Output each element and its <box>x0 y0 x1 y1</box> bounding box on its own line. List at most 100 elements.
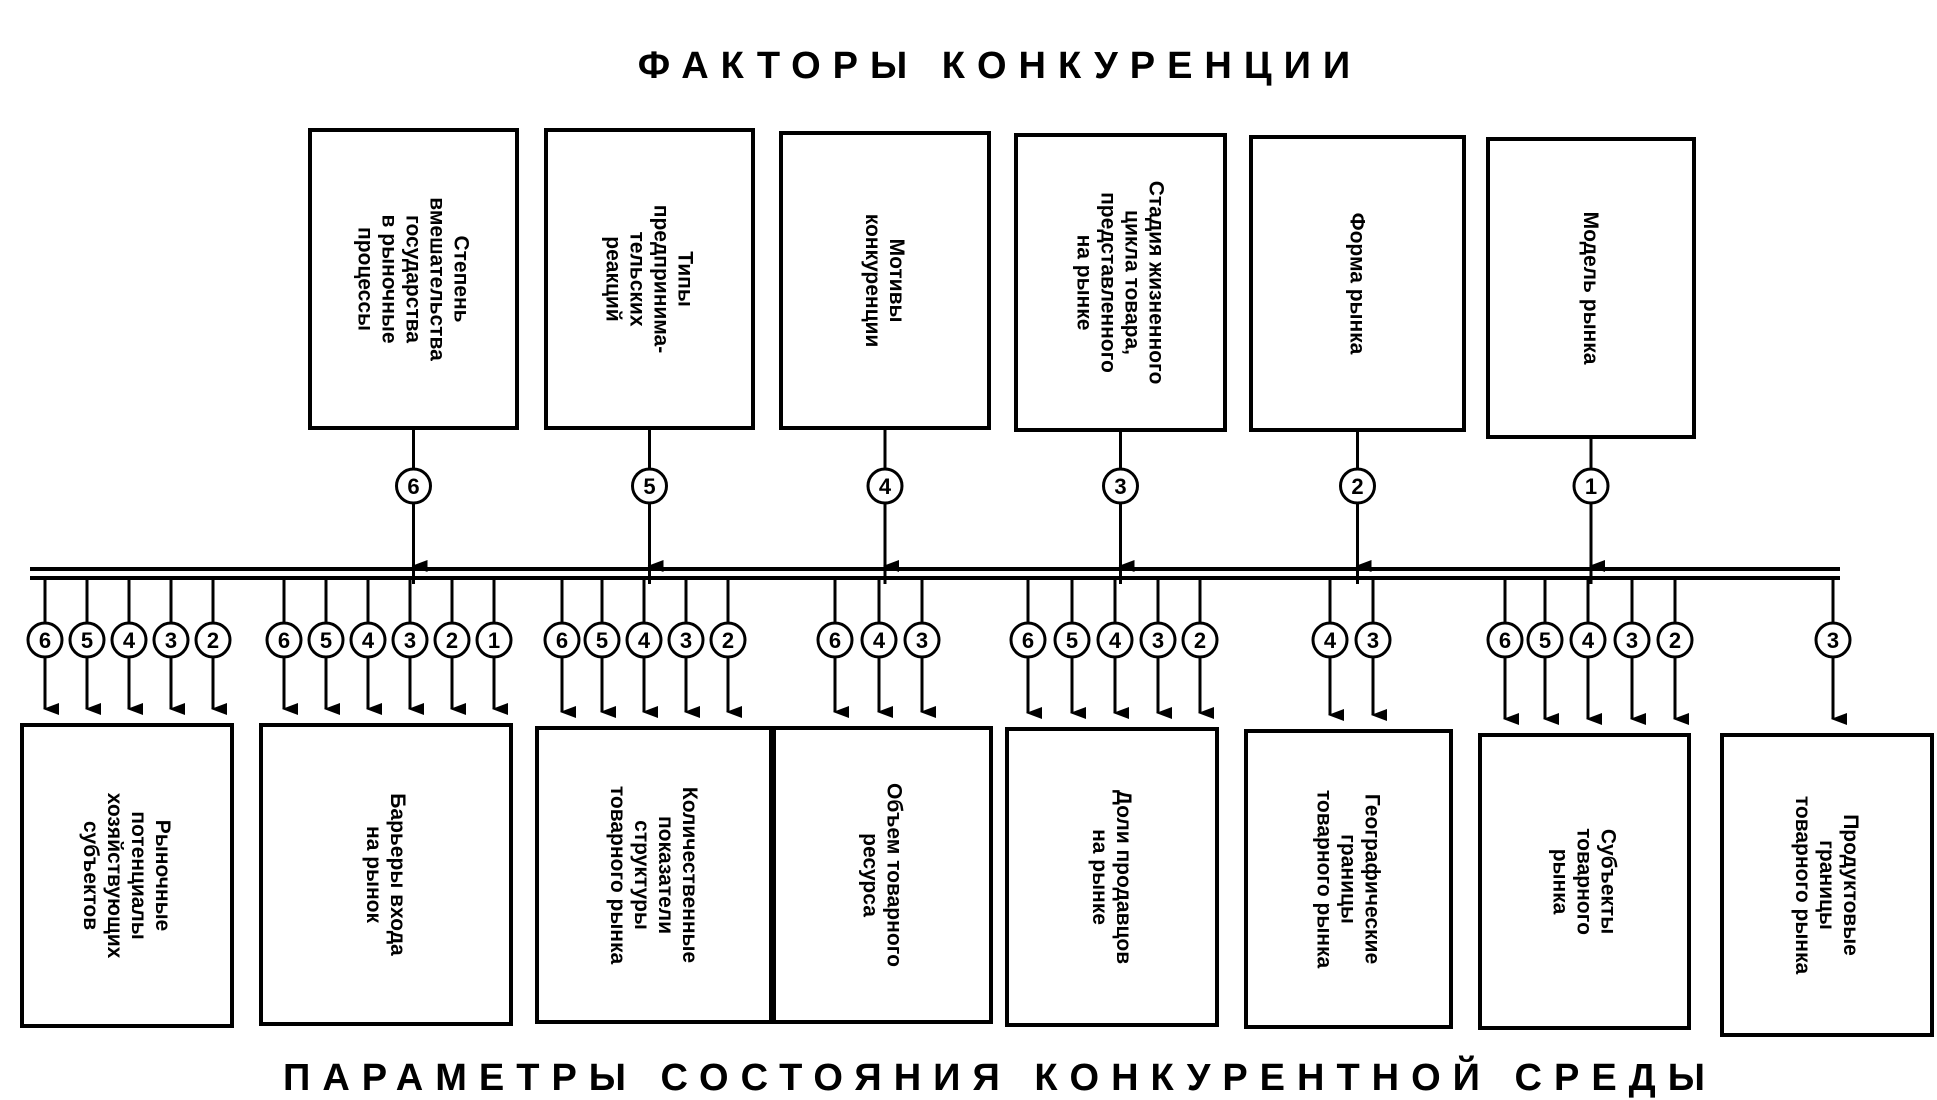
label-line: товарного <box>1573 828 1596 935</box>
number-label: 2 <box>446 628 458 653</box>
factor-connector: 2 <box>1339 430 1376 584</box>
parameter-box: Продуктовыеграницытоварного рынка <box>1720 733 1934 1037</box>
number-circle <box>1339 467 1376 505</box>
parameter-link: 6 <box>265 578 303 715</box>
parameter-link: 6 <box>1009 578 1047 719</box>
label-line: на рынке <box>1073 235 1096 331</box>
factor-number: 4 <box>866 467 904 505</box>
parameter-link: 4 <box>1311 578 1349 721</box>
link-number: 3 <box>391 621 429 659</box>
number-label: 2 <box>1351 474 1363 499</box>
label-line: Рыночные <box>151 820 174 931</box>
number-label: 3 <box>1114 474 1126 499</box>
factor-box: Типыпредпринима-тельскихреакций <box>544 128 755 430</box>
number-label: 5 <box>1539 628 1551 653</box>
factor-label: Мотивыконкуренции <box>861 214 908 348</box>
label-line: вмешательства <box>426 197 449 361</box>
parameter-box: Объем товарногоресурса <box>772 726 993 1024</box>
link-number: 6 <box>543 621 581 659</box>
link-number: 4 <box>1311 621 1349 659</box>
parameter-link: 1 <box>475 578 513 715</box>
number-label: 4 <box>873 628 886 653</box>
number-label: 4 <box>123 628 136 653</box>
parameter-box-frame <box>20 723 234 1028</box>
factor-box: Модель рынка <box>1486 137 1696 439</box>
number-circle <box>1656 621 1694 659</box>
parameter-link: 4 <box>625 578 663 718</box>
factor-box-frame <box>308 128 519 430</box>
number-circle <box>583 621 621 659</box>
number-label: 3 <box>1367 628 1379 653</box>
factor-box: Форма рынка <box>1249 135 1466 432</box>
parameter-link: 2 <box>433 578 471 715</box>
number-label: 6 <box>407 474 419 499</box>
number-label: 2 <box>1194 628 1206 653</box>
label-line: тельских <box>626 232 649 327</box>
number-circle <box>1354 621 1392 659</box>
number-label: 6 <box>829 628 841 653</box>
parameter-box-frame <box>772 726 993 1024</box>
parameter-link: 5 <box>68 578 106 715</box>
number-circle <box>194 621 232 659</box>
link-number: 2 <box>1181 621 1219 659</box>
link-number: 3 <box>1354 621 1392 659</box>
factor-boxes: Степеньвмешательствагосударствав рыночны… <box>308 128 1696 439</box>
label-line: границы <box>1337 834 1360 924</box>
number-label: 1 <box>488 628 500 653</box>
number-circle <box>1526 621 1564 659</box>
parameter-link: 2 <box>1656 578 1694 725</box>
number-label: 2 <box>207 628 219 653</box>
parameter-label: Доли продавцовна рынке <box>1088 790 1135 964</box>
parameter-box: Доли продавцовна рынке <box>1005 727 1219 1027</box>
parameter-link: 6 <box>26 578 64 715</box>
factor-box: Степеньвмешательствагосударствав рыночны… <box>308 128 519 430</box>
label-line: Модель рынка <box>1579 212 1602 365</box>
parameter-link: 4 <box>1569 578 1607 725</box>
number-circle <box>625 621 663 659</box>
number-circle <box>1572 467 1610 505</box>
number-label: 5 <box>320 628 332 653</box>
parameter-link: 5 <box>1526 578 1564 725</box>
label-line: показатели <box>654 816 677 934</box>
parameter-boxes: Рыночныепотенциалыхозяйствующихсубъектов… <box>20 723 1934 1037</box>
number-circle <box>1486 621 1524 659</box>
number-circle <box>1053 621 1091 659</box>
parameter-box-frame <box>1478 733 1691 1030</box>
label-line: рынка <box>1549 849 1572 915</box>
number-label: 5 <box>81 628 93 653</box>
parameter-link: 3 <box>903 578 941 718</box>
number-label: 6 <box>1499 628 1511 653</box>
number-circle <box>110 621 148 659</box>
factor-box-frame <box>544 128 755 430</box>
number-label: 3 <box>916 628 928 653</box>
number-circle <box>1096 621 1134 659</box>
number-label: 5 <box>596 628 608 653</box>
label-line: процессы <box>354 227 377 331</box>
number-circle <box>68 621 106 659</box>
number-circle <box>709 621 747 659</box>
parameter-box: Субъектытоварногорынка <box>1478 733 1691 1030</box>
link-number: 4 <box>625 621 663 659</box>
factor-connector: 6 <box>395 428 432 584</box>
parameter-link: 3 <box>1613 578 1651 725</box>
number-circle <box>1102 467 1139 505</box>
number-label: 5 <box>1066 628 1078 653</box>
label-line: хозяйствующих <box>103 793 126 959</box>
factor-number: 6 <box>395 467 432 505</box>
link-number: 3 <box>1613 621 1651 659</box>
parameter-link: 6 <box>543 578 581 718</box>
parameter-label: Продуктовыеграницытоварного рынка <box>1791 796 1862 975</box>
parameter-link: 3 <box>667 578 705 718</box>
parameter-label: Объем товарногоресурса <box>859 783 906 967</box>
label-line: Типы <box>674 251 697 307</box>
link-number: 1 <box>475 621 513 659</box>
number-circle <box>1311 621 1349 659</box>
label-line: Продуктовые <box>1839 814 1862 956</box>
parameter-link: 3 <box>1354 578 1392 721</box>
factor-number: 5 <box>631 467 668 505</box>
parameter-box: Количественныепоказателиструктурытоварно… <box>535 726 773 1024</box>
link-number: 3 <box>903 621 941 659</box>
number-circle <box>475 621 513 659</box>
